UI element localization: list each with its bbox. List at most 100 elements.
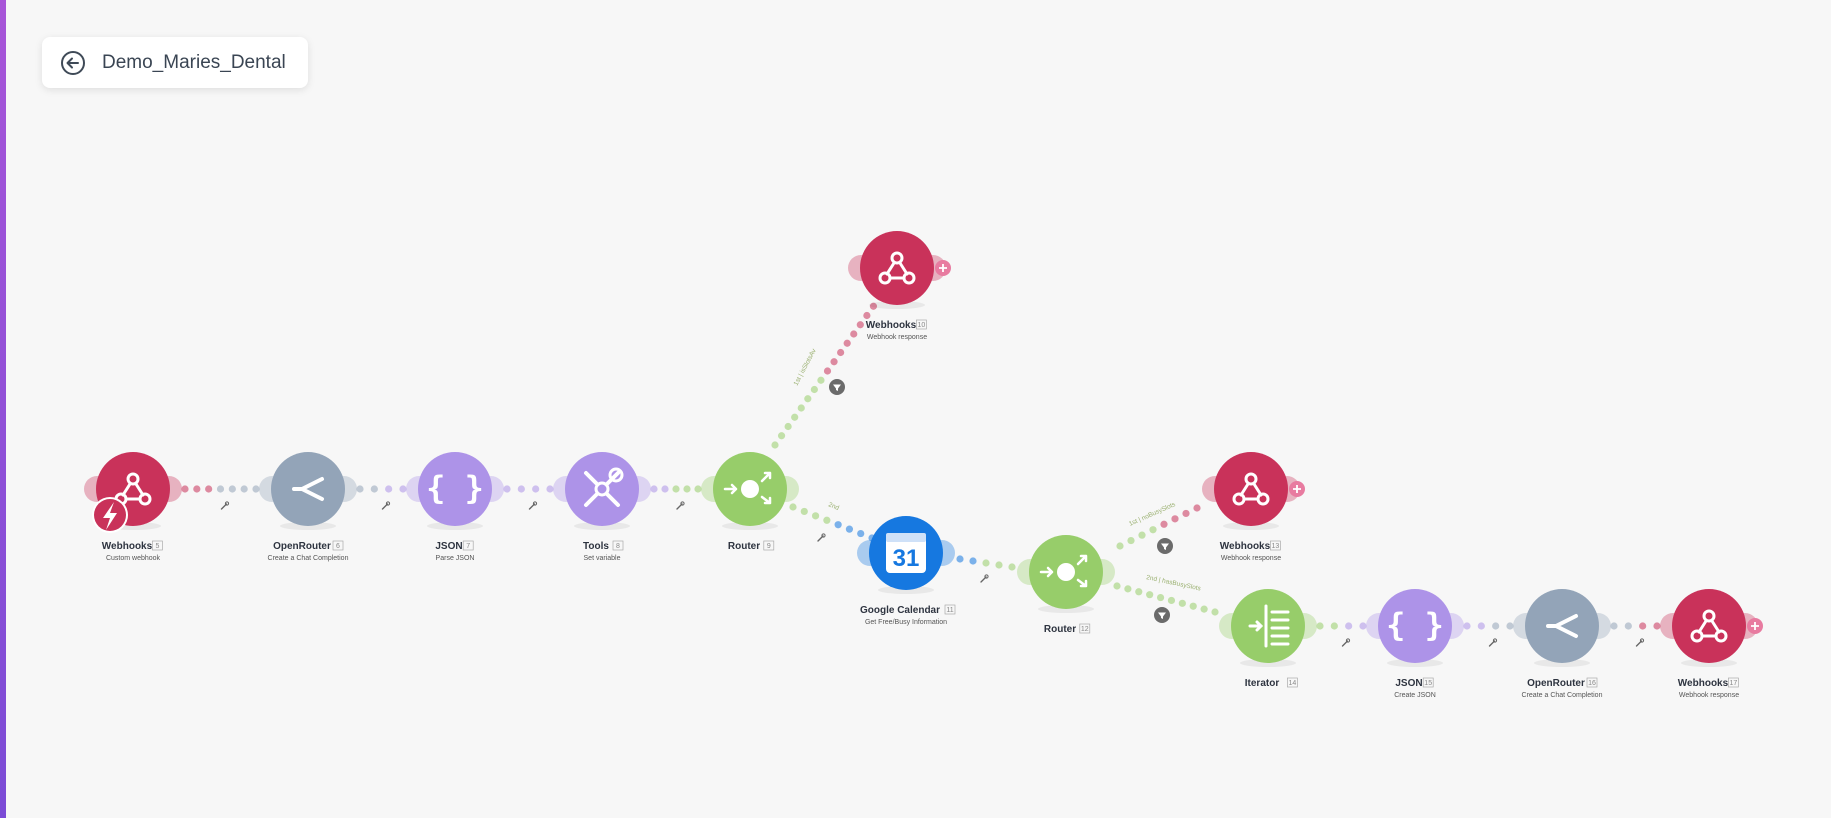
connection-line (1316, 622, 1367, 630)
openrouter-icon (1546, 614, 1578, 638)
scenario-title: Demo_Maries_Dental (102, 51, 286, 73)
calendar-day: 31 (893, 545, 920, 572)
module-name: Router (1044, 624, 1076, 635)
webhook-icon (1690, 609, 1728, 643)
filter-icon[interactable] (829, 379, 845, 395)
webhook-icon (878, 251, 916, 285)
module-number: 7 (466, 543, 470, 550)
link-settings-icon[interactable] (1488, 638, 1498, 647)
router-icon (1039, 554, 1088, 588)
module-name: Iterator (1245, 678, 1280, 689)
module-subtitle: Create a Chat Completion (268, 555, 349, 562)
add-module-button[interactable] (935, 260, 951, 276)
route-label-9-2[interactable]: 2nd (827, 501, 840, 512)
module-number: 10 (918, 322, 926, 329)
module-number: 5 (155, 543, 159, 550)
module-number: 15 (1424, 680, 1432, 687)
link-settings-icon[interactable] (381, 501, 391, 510)
route-line-2 (1113, 582, 1219, 616)
tools-icon (584, 467, 624, 507)
connection-line (1463, 622, 1514, 630)
module-number: 14 (1289, 680, 1297, 687)
iterator-icon (1248, 604, 1290, 648)
link-settings-icon[interactable] (220, 501, 230, 510)
route-line-1 (1116, 504, 1201, 550)
connection-line (956, 555, 1016, 571)
module-name: Webhooks (1678, 678, 1729, 689)
calendar-31-icon: 31 (886, 533, 926, 573)
module-subtitle: Create a Chat Completion (1522, 692, 1603, 699)
left-accent-bar (0, 0, 6, 818)
module-number: 17 (1730, 680, 1738, 687)
module-name: Webhooks (866, 320, 917, 331)
module-router-9[interactable]: Router 9 (701, 452, 799, 552)
module-name: Webhooks (1220, 541, 1271, 552)
module-number: 6 (336, 543, 340, 550)
connection-line (1610, 622, 1661, 630)
module-name: Tools (583, 541, 609, 552)
module-name: Webhooks (102, 541, 153, 552)
webhook-icon (1232, 472, 1270, 506)
router-icon (723, 471, 772, 505)
module-name: OpenRouter (1527, 678, 1585, 689)
module-subtitle: Custom webhook (106, 555, 161, 562)
module-subtitle: Webhook response (1221, 555, 1281, 562)
module-subtitle: Webhook response (867, 334, 927, 341)
module-number: 8 (616, 543, 620, 550)
instant-trigger-badge (92, 497, 128, 533)
route-label-12-2[interactable]: 2nd | hasBusySlots (1146, 574, 1203, 593)
route-line-1 (771, 293, 884, 449)
module-subtitle: Webhook response (1679, 692, 1739, 699)
module-router-12[interactable]: Router 12 (1017, 535, 1115, 635)
module-iterator-14[interactable]: Iterator 14 (1219, 589, 1317, 689)
scenario-header: Demo_Maries_Dental (42, 37, 308, 88)
openrouter-icon (292, 477, 324, 501)
module-name: Google Calendar (860, 605, 940, 616)
module-number: 16 (1588, 680, 1596, 687)
back-button[interactable] (60, 50, 86, 76)
add-module-button[interactable] (1747, 618, 1763, 634)
link-settings-icon[interactable] (1635, 638, 1645, 647)
module-name: OpenRouter (273, 541, 331, 552)
module-number: 11 (946, 607, 953, 614)
connection-line (503, 485, 554, 493)
connection-line (650, 485, 702, 493)
module-number: 9 (767, 543, 771, 550)
connection-line (181, 485, 260, 493)
link-settings-icon[interactable] (980, 574, 989, 583)
link-settings-icon[interactable] (676, 501, 685, 510)
module-name: JSON (435, 541, 462, 552)
route-label-12-1[interactable]: 1st | noBusySlots (1128, 501, 1177, 528)
connection-line (356, 485, 407, 493)
module-number: 12 (1081, 626, 1089, 633)
module-name: Router (728, 541, 760, 552)
module-subtitle: Parse JSON (436, 555, 475, 562)
svg-text:{ }: { } (426, 469, 484, 507)
link-settings-icon[interactable] (1341, 638, 1351, 647)
module-subtitle: Get Free/Busy Information (865, 619, 947, 626)
module-name: JSON (1395, 678, 1422, 689)
add-module-button[interactable] (1289, 481, 1305, 497)
svg-text:{ }: { } (1386, 606, 1444, 644)
module-subtitle: Set variable (584, 555, 621, 562)
link-settings-icon[interactable] (528, 501, 538, 510)
route-line-2 (789, 503, 876, 542)
filter-icon[interactable] (1157, 538, 1173, 554)
json-braces-icon: { } (1386, 606, 1444, 644)
json-braces-icon: { } (426, 469, 484, 507)
link-settings-icon[interactable] (817, 533, 826, 542)
route-label-9-1[interactable]: 1st | isSlotsAv (793, 347, 819, 387)
module-number: 13 (1272, 543, 1280, 550)
filter-icon[interactable] (1154, 607, 1170, 623)
arrow-left-circle-icon (61, 50, 85, 75)
